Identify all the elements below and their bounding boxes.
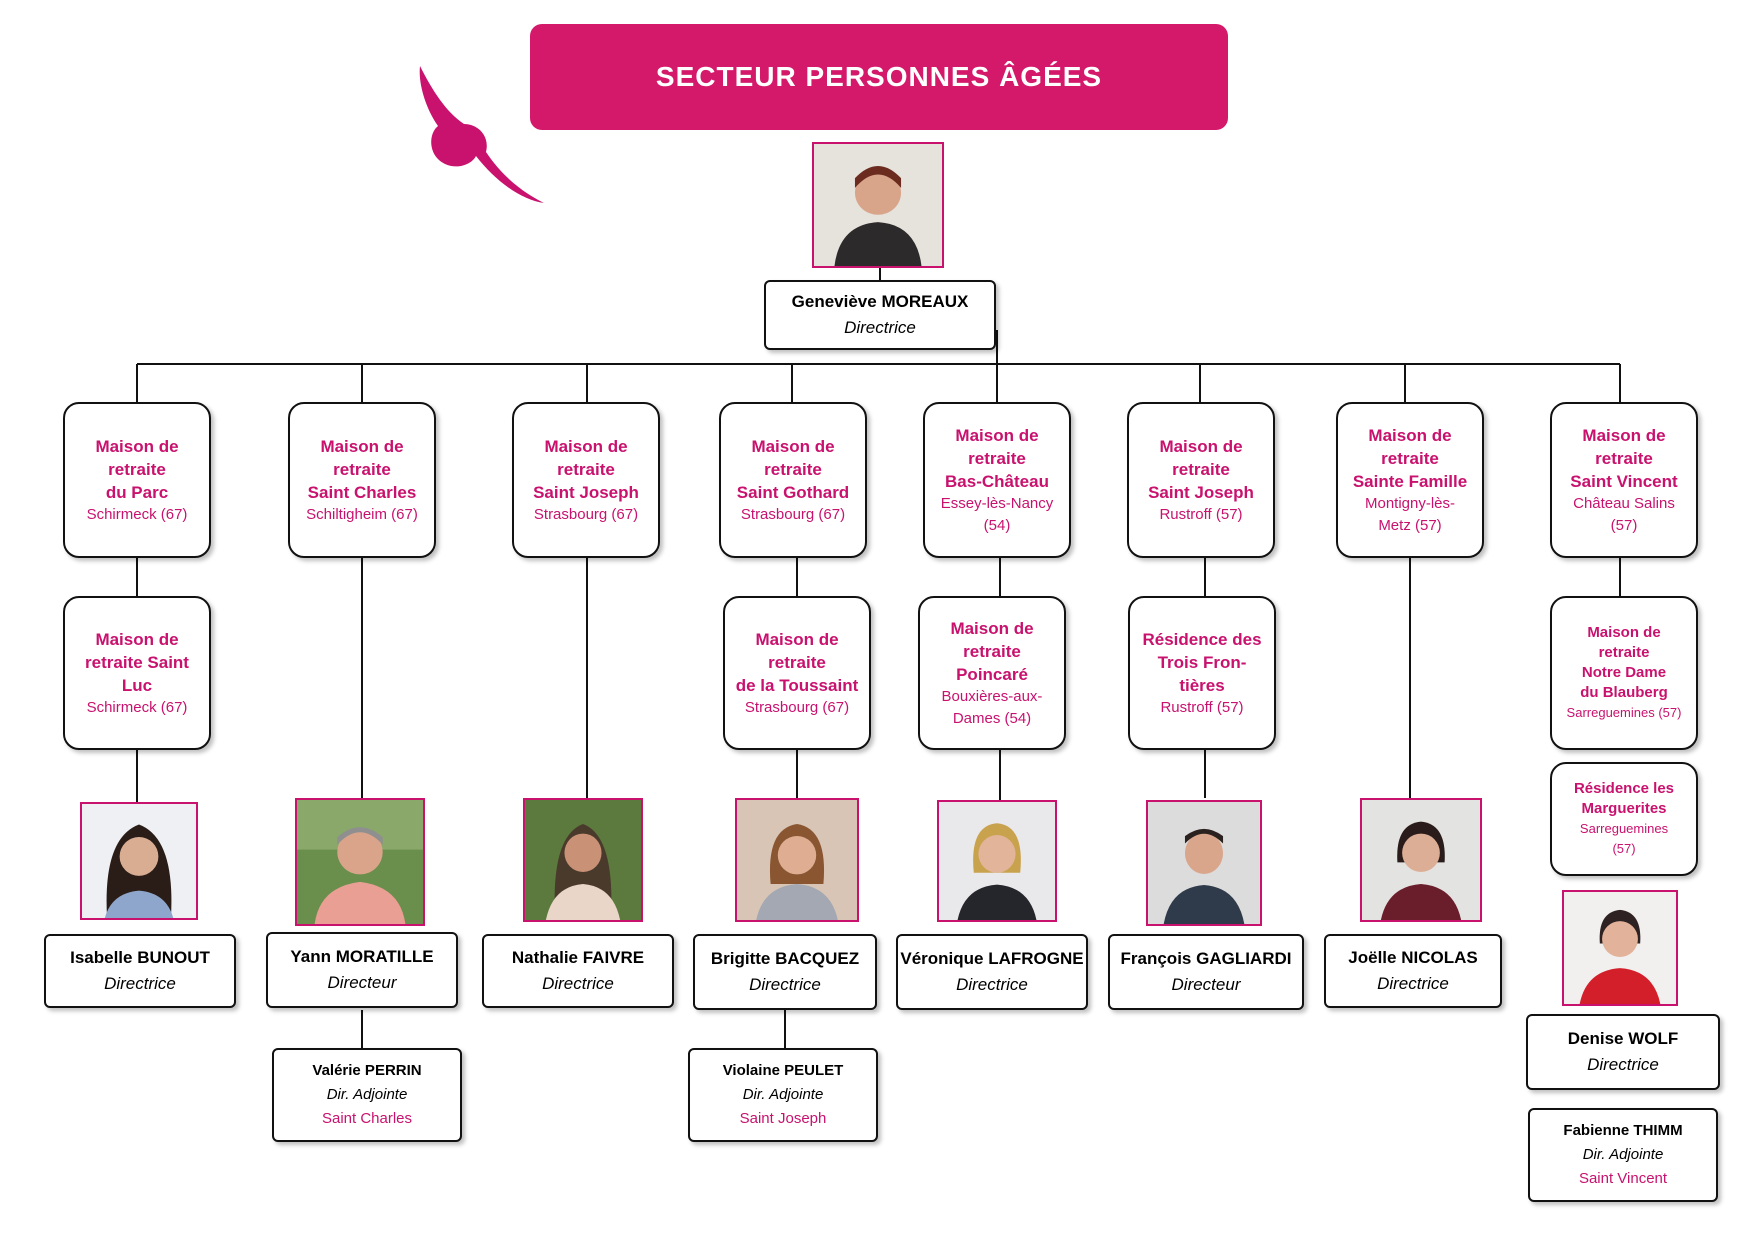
person-role: Directrice xyxy=(749,975,821,994)
person-card-veronique-lafrogne: Véronique LAFROGNE Directrice xyxy=(896,934,1088,1010)
unit-card-saint-luc: Maison de retraite Saint Luc Schirmeck (… xyxy=(63,596,211,750)
person-card-isabelle-bunout: Isabelle BUNOUT Directrice xyxy=(44,934,236,1008)
unit-card-saint-gothard: Maison de retraite Saint Gothard Strasbo… xyxy=(719,402,867,558)
unit-location: Montigny-lès- Metz (57) xyxy=(1364,494,1456,534)
person-role: Directeur xyxy=(1171,975,1241,994)
unit-name: Maison de retraite Saint Charles xyxy=(307,436,417,502)
person-role: Directeur xyxy=(327,973,397,992)
unit-name: Maison de retraite Bas-Château xyxy=(945,425,1049,491)
unit-card-notre-dame-du-blauberg: Maison de retraite Notre Dame du Blauber… xyxy=(1550,596,1698,750)
unit-name: Maison de retraite Saint Vincent xyxy=(1570,425,1678,491)
unit-name: Résidence les Marguerites xyxy=(1573,780,1675,817)
person-photo-francois-gagliardi xyxy=(1146,800,1262,926)
person-card-nathalie-faivre: Nathalie FAIVRE Directrice xyxy=(482,934,674,1008)
person-card-francois-gagliardi: François GAGLIARDI Directeur xyxy=(1108,934,1304,1010)
person-site: Saint Vincent xyxy=(1578,1170,1668,1187)
person-name: Violaine PEULET xyxy=(722,1062,844,1079)
unit-location: Essey-lès-Nancy (54) xyxy=(940,494,1054,534)
person-role: Directrice xyxy=(844,318,916,337)
director-photo xyxy=(812,142,944,268)
unit-card-poincare: Maison de retraite Poincaré Bouxières-au… xyxy=(918,596,1066,750)
person-site: Saint Joseph xyxy=(739,1110,827,1127)
unit-location: Strasbourg (67) xyxy=(744,698,850,716)
deputy-card-violaine-peulet: Violaine PEULET Dir. Adjointe Saint Jose… xyxy=(688,1048,878,1142)
unit-card-bas-chateau: Maison de retraite Bas-Château Essey-lès… xyxy=(923,402,1071,558)
unit-card-marguerites: Résidence les Marguerites Sarreguemines … xyxy=(1550,762,1698,876)
person-name: Denise WOLF xyxy=(1567,1029,1679,1048)
person-name: Yann MORATILLE xyxy=(290,947,434,966)
unit-card-saint-charles: Maison de retraite Saint Charles Schilti… xyxy=(288,402,436,558)
person-card-denise-wolf: Denise WOLF Directrice xyxy=(1526,1014,1720,1090)
unit-name: Maison de retraite de la Toussaint xyxy=(735,629,859,695)
person-photo-brigitte-bacquez xyxy=(735,798,859,922)
deputy-card-fabienne-thimm: Fabienne THIMM Dir. Adjointe Saint Vince… xyxy=(1528,1108,1718,1202)
person-name: Valérie PERRIN xyxy=(312,1062,422,1079)
person-role: Directrice xyxy=(542,974,614,993)
unit-location: Schiltigheim (67) xyxy=(306,505,418,523)
unit-card-trois-frontieres: Résidence des Trois Fron- tières Rustrof… xyxy=(1128,596,1276,750)
person-name: Véronique LAFROGNE xyxy=(900,949,1084,968)
unit-name: Maison de retraite Notre Dame du Blauber… xyxy=(1580,624,1668,701)
person-photo-veronique-lafrogne xyxy=(937,800,1057,922)
unit-card-saint-joseph-strasbourg: Maison de retraite Saint Joseph Strasbou… xyxy=(512,402,660,558)
unit-card-du-parc: Maison de retraite du Parc Schirmeck (67… xyxy=(63,402,211,558)
unit-card-sainte-famille: Maison de retraite Sainte Famille Montig… xyxy=(1336,402,1484,558)
unit-name: Résidence des Trois Fron- tières xyxy=(1142,629,1262,695)
person-role: Dir. Adjointe xyxy=(1582,1146,1664,1163)
unit-name: Maison de retraite Saint Luc xyxy=(85,629,189,695)
unit-card-saint-vincent: Maison de retraite Saint Vincent Château… xyxy=(1550,402,1698,558)
person-site: Saint Charles xyxy=(321,1110,413,1127)
person-name: Fabienne THIMM xyxy=(1563,1122,1683,1139)
unit-location: Strasbourg (67) xyxy=(740,505,846,523)
unit-name: Maison de retraite du Parc xyxy=(95,436,179,502)
person-role: Dir. Adjointe xyxy=(326,1086,408,1103)
person-role: Directrice xyxy=(1377,974,1449,993)
unit-card-saint-joseph-rustroff: Maison de retraite Saint Joseph Rustroff… xyxy=(1127,402,1275,558)
person-card-brigitte-bacquez: Brigitte BACQUEZ Directrice xyxy=(693,934,877,1010)
unit-location: Rustroff (57) xyxy=(1160,698,1244,716)
unit-location: Rustroff (57) xyxy=(1159,505,1243,523)
person-name: Joëlle NICOLAS xyxy=(1348,948,1478,967)
person-card-joelle-nicolas: Joëlle NICOLAS Directrice xyxy=(1324,934,1502,1008)
person-role: Directrice xyxy=(1587,1055,1659,1074)
person-role: Directrice xyxy=(104,974,176,993)
unit-location: Bouxières-aux- Dames (54) xyxy=(941,687,1043,727)
unit-name: Maison de retraite Saint Joseph xyxy=(1148,436,1254,502)
director-card: Geneviève MOREAUX Directrice xyxy=(764,280,996,350)
person-name: Isabelle BUNOUT xyxy=(70,948,210,967)
unit-name: Maison de retraite Saint Joseph xyxy=(533,436,639,502)
unit-location: Sarreguemines (57) xyxy=(1566,705,1682,720)
person-photo-nathalie-faivre xyxy=(523,798,643,922)
unit-name: Maison de retraite Poincaré xyxy=(950,618,1034,684)
page-title: SECTEUR PERSONNES ÂGÉES xyxy=(530,24,1228,130)
person-name: François GAGLIARDI xyxy=(1120,949,1292,968)
deputy-card-valerie-perrin: Valérie PERRIN Dir. Adjointe Saint Charl… xyxy=(272,1048,462,1142)
person-card-yann-moratille: Yann MORATILLE Directeur xyxy=(266,932,458,1008)
unit-location: Schirmeck (67) xyxy=(86,698,188,716)
person-photo-denise-wolf xyxy=(1562,890,1678,1006)
unit-location: Schirmeck (67) xyxy=(86,505,188,523)
unit-location: Sarreguemines (57) xyxy=(1579,821,1669,856)
person-name: Geneviève MOREAUX xyxy=(791,292,969,311)
person-name: Brigitte BACQUEZ xyxy=(710,949,860,968)
person-name: Nathalie FAIVRE xyxy=(511,948,645,967)
unit-location: Strasbourg (67) xyxy=(533,505,639,523)
organization-logo xyxy=(419,66,544,203)
person-photo-yann-moratille xyxy=(295,798,425,926)
unit-name: Maison de retraite Sainte Famille xyxy=(1352,425,1468,491)
person-role: Dir. Adjointe xyxy=(742,1086,824,1103)
unit-card-toussaint: Maison de retraite de la Toussaint Stras… xyxy=(723,596,871,750)
unit-location: Château Salins (57) xyxy=(1573,494,1675,534)
person-photo-isabelle-bunout xyxy=(80,802,198,920)
person-role: Directrice xyxy=(956,975,1028,994)
unit-name: Maison de retraite Saint Gothard xyxy=(736,436,850,502)
person-photo-joelle-nicolas xyxy=(1360,798,1482,922)
